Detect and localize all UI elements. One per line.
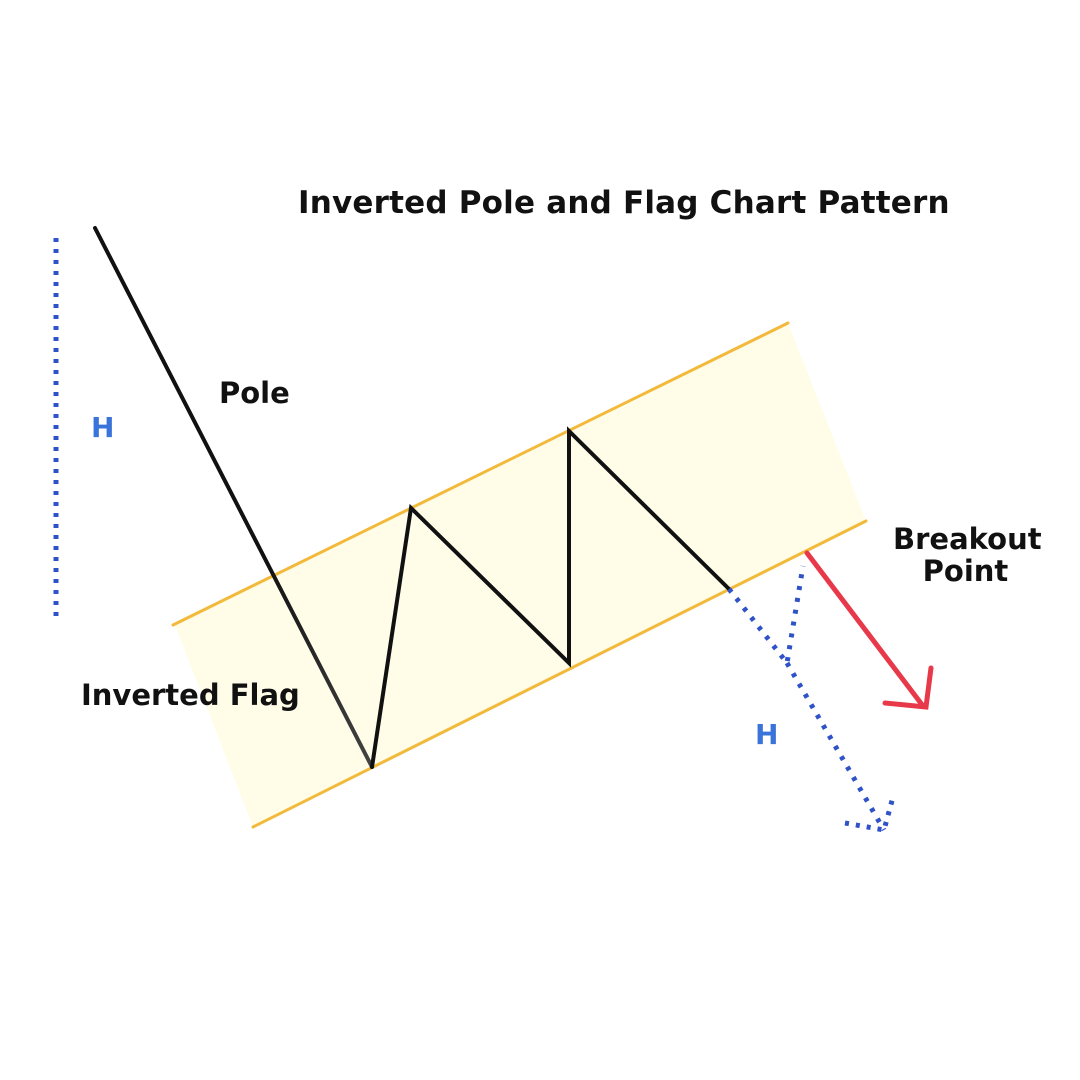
down-right-arrow-icon (882, 665, 934, 710)
pole-height-label: H (91, 411, 115, 444)
flag-channel-fill (175, 323, 866, 827)
pole-label: Pole (219, 376, 290, 410)
projected-height-label: H (755, 718, 779, 751)
projected-height-marker (784, 661, 887, 832)
pole-line (93, 226, 374, 769)
projected-arrowhead-icon (844, 796, 896, 833)
inverted-flag-label: Inverted Flag (81, 678, 300, 712)
projected-move-path (727, 565, 806, 666)
flag-lower-trendline (251, 519, 868, 829)
flag-price-zigzag (370, 426, 731, 769)
breakout-arrow-shaft (804, 550, 926, 709)
chart-title: Inverted Pole and Flag Chart Pattern (298, 185, 950, 221)
breakout-point-label: Breakout Point (893, 522, 1042, 588)
flag-upper-trendline (171, 321, 790, 627)
